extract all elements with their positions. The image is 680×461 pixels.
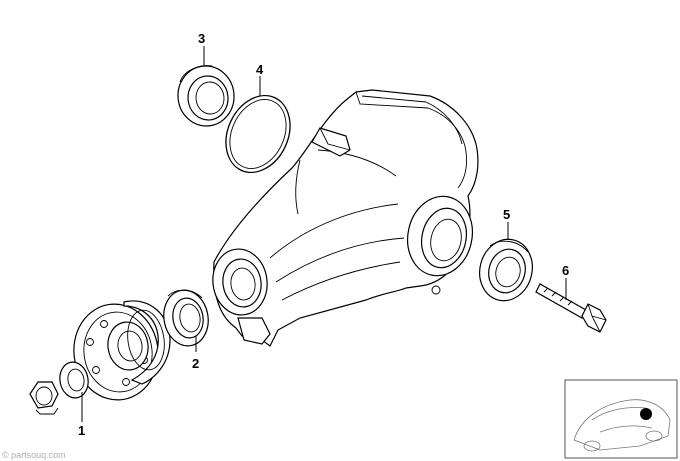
differential-housing[interactable] [209,89,480,347]
callout-labels: 1 2 3 4 5 6 [78,31,569,438]
part-2-shaft-seal[interactable] [159,287,212,350]
callout-1[interactable]: 1 [78,423,85,438]
callout-2[interactable]: 2 [192,356,199,371]
part-5-shaft-seal[interactable] [473,233,539,306]
part-3-shaft-seal[interactable] [175,64,236,129]
part-1-flange-assembly[interactable] [29,299,171,415]
vehicle-locator-thumbnail[interactable] [564,379,678,459]
callout-3[interactable]: 3 [198,31,205,46]
location-marker-icon [640,408,652,420]
callout-6[interactable]: 6 [562,263,569,278]
part-4-o-ring[interactable] [214,85,302,183]
callout-5[interactable]: 5 [503,207,510,222]
watermark: © partsouq.com [2,450,66,460]
leader-lines [81,46,567,422]
callout-4[interactable]: 4 [256,62,264,77]
part-6-hex-bolt[interactable] [535,283,607,333]
